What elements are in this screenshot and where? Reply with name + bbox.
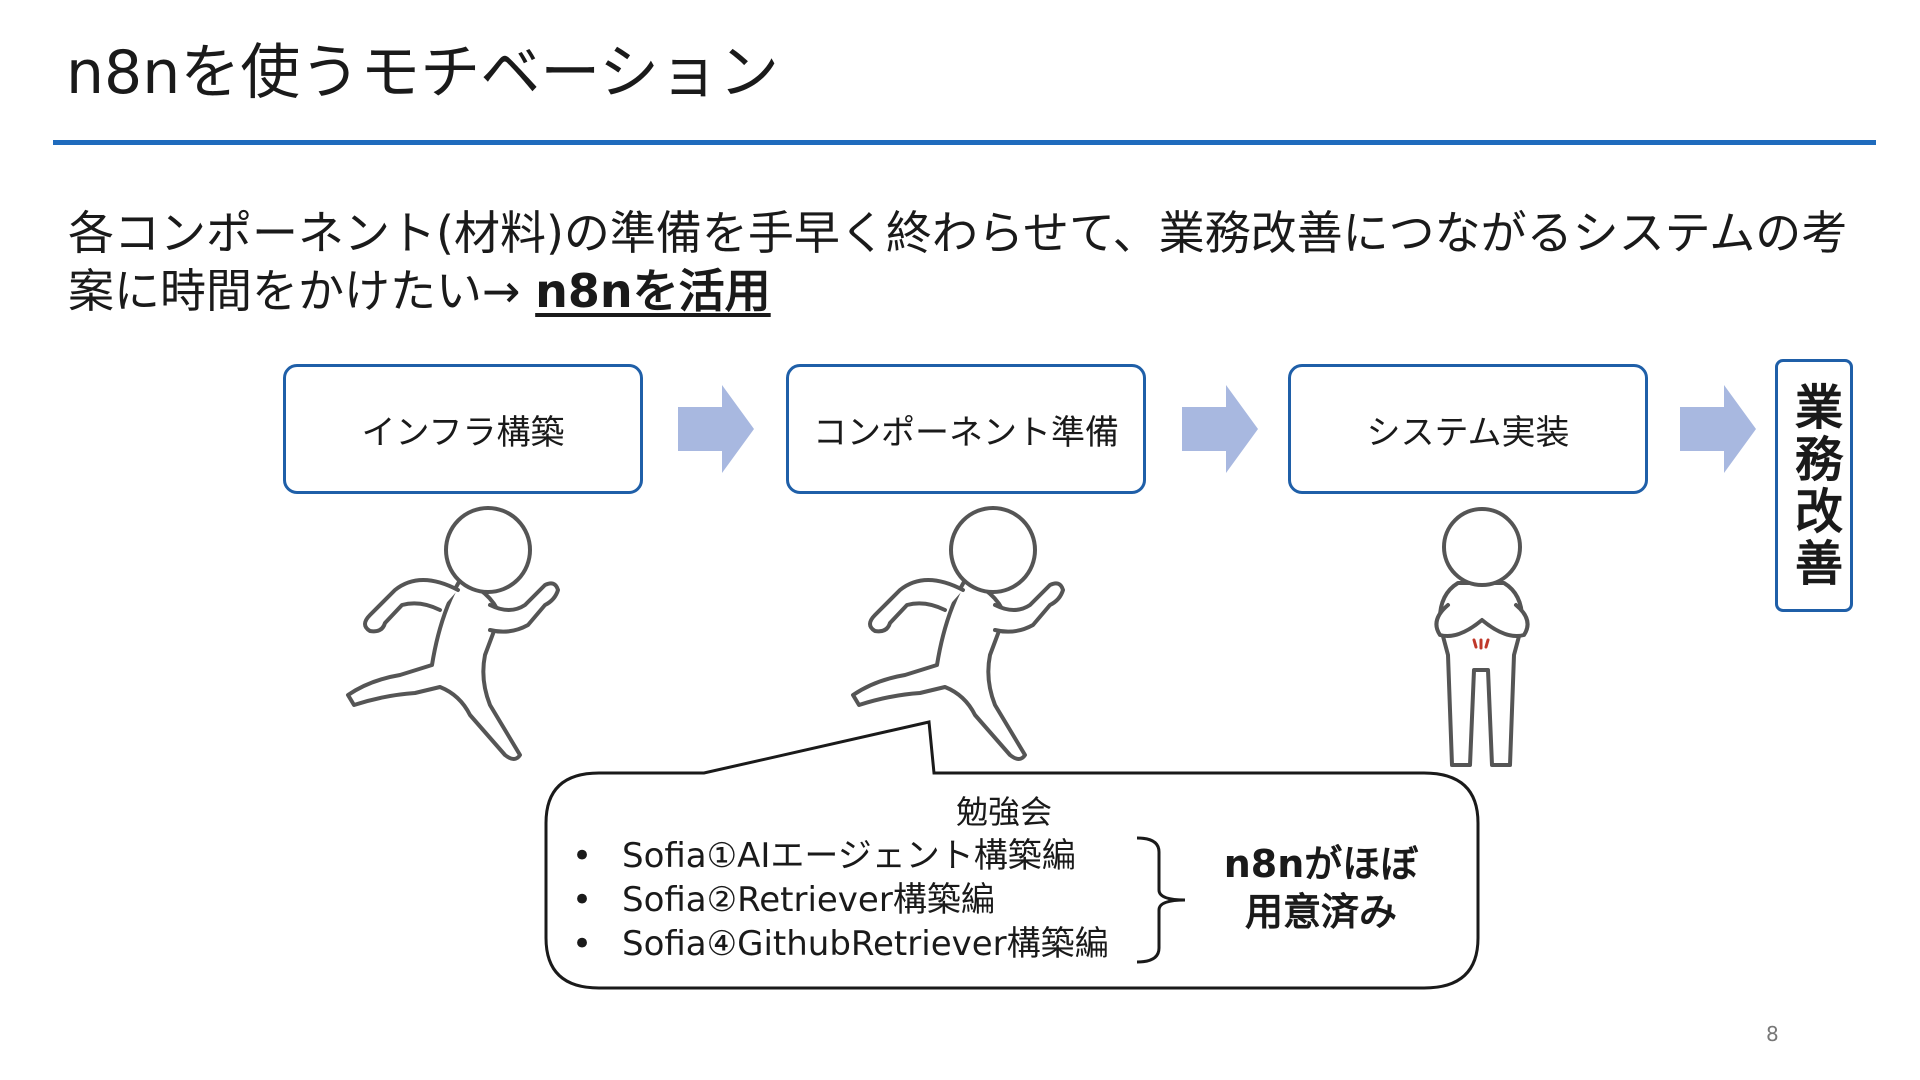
step-infra: インフラ構築 bbox=[283, 364, 643, 494]
result-line-1: n8nがほぼ bbox=[1223, 842, 1419, 886]
right-arrow-icon bbox=[1182, 385, 1258, 473]
right-arrow-icon bbox=[1680, 385, 1756, 473]
title-divider bbox=[53, 140, 1876, 145]
result-text: n8nがほぼ 用意済み bbox=[1206, 840, 1436, 936]
list-item: •Sofia④GithubRetriever構築編 bbox=[572, 924, 1109, 964]
result-line-2: 用意済み bbox=[1244, 890, 1397, 934]
body-text: 各コンポーネント(材料)の準備を手早く終わらせて、業務改善につながるシステムの考… bbox=[68, 204, 1878, 320]
body-highlight: n8nを活用 bbox=[535, 264, 771, 318]
study-callout bbox=[544, 718, 1480, 990]
body-text-main: 各コンポーネント(材料)の準備を手早く終わらせて、業務改善につながるシステムの考… bbox=[68, 206, 1848, 318]
running-figure-icon bbox=[346, 506, 560, 761]
goal-label: 業務改善 bbox=[1786, 381, 1842, 590]
right-brace-icon bbox=[1136, 836, 1186, 964]
running-figure-icon bbox=[851, 506, 1065, 761]
callout-bubble-shape bbox=[544, 720, 1480, 990]
goal-box: 業務改善 bbox=[1775, 359, 1853, 612]
step-system-label: システム実装 bbox=[1366, 412, 1570, 453]
step-infra-label: インフラ構築 bbox=[361, 412, 565, 453]
standing-figure-icon bbox=[1434, 507, 1530, 767]
study-list: •Sofia①AIエージェント構築編 •Sofia②Retriever構築編 •… bbox=[566, 834, 1109, 966]
step-components-label: コンポーネント準備 bbox=[813, 412, 1119, 453]
list-item: •Sofia②Retriever構築編 bbox=[572, 880, 995, 920]
right-arrow-icon bbox=[678, 385, 754, 473]
list-item: •Sofia①AIエージェント構築編 bbox=[572, 836, 1076, 876]
step-components: コンポーネント準備 bbox=[786, 364, 1146, 494]
step-system: システム実装 bbox=[1288, 364, 1648, 494]
page-number: 8 bbox=[1766, 1022, 1779, 1046]
study-heading: 勉強会 bbox=[956, 793, 1053, 831]
slide-title: n8nを使うモチベーション bbox=[66, 38, 780, 108]
